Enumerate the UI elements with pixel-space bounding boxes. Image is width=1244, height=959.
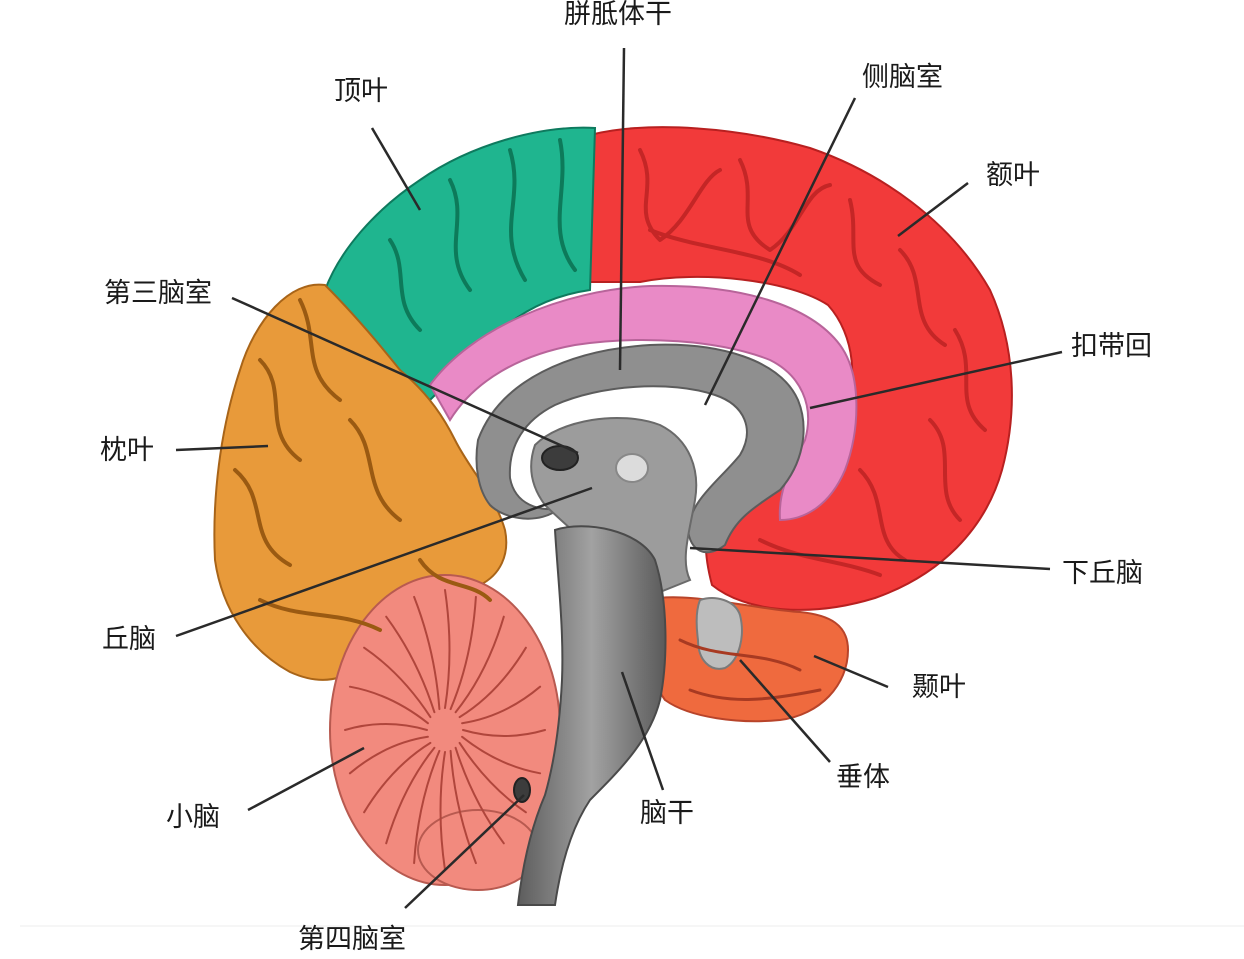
leader-cerebellum — [247, 746, 365, 812]
brainstem-region — [516, 525, 667, 906]
sulcus-line — [444, 589, 451, 709]
sulcus-line — [418, 558, 492, 602]
sulcus-line — [858, 468, 907, 562]
sulcus-line — [898, 248, 947, 347]
sulcus-line — [258, 598, 382, 632]
label-third-ventricle: 第三脑室 — [104, 278, 212, 309]
sulcus-line — [458, 646, 527, 719]
label-brainstem: 脑干 — [640, 798, 694, 829]
label-corpus-callosum: 胼胝体干 — [564, 0, 672, 30]
temporal-lobe-region — [647, 596, 850, 723]
sulcus-line — [454, 615, 505, 714]
cingulate-gyrus-region — [428, 284, 858, 522]
leader-fourth-ventricle — [404, 794, 525, 909]
label-pituitary: 垂体 — [836, 762, 890, 793]
frontal-sulci — [638, 148, 987, 577]
leader-pituitary — [739, 659, 831, 763]
sulcus-line — [848, 198, 882, 287]
sulcus-line — [953, 328, 987, 432]
fourth-ventricle-spot — [513, 777, 531, 803]
label-cingulate-gyrus: 扣带回 — [1071, 331, 1152, 362]
label-lateral-ventricle: 侧脑室 — [862, 62, 943, 93]
label-thalamus: 丘脑 — [102, 624, 156, 655]
sulcus-line — [648, 228, 802, 277]
sulcus-line — [462, 729, 546, 737]
leader-thalamus — [175, 486, 593, 638]
sulcus-line — [758, 538, 882, 577]
sulcus-line — [688, 688, 822, 701]
leader-parietal-lobe — [370, 127, 422, 211]
sulcus-line — [508, 148, 527, 282]
label-parietal-lobe: 顶叶 — [334, 76, 388, 107]
sulcus-line — [348, 735, 429, 775]
label-cerebellum: 小脑 — [166, 802, 220, 833]
leader-lines — [175, 47, 1063, 909]
sulcus-line — [298, 298, 342, 402]
sulcus-line — [385, 746, 436, 845]
leader-cingulate-gyrus — [809, 350, 1063, 410]
leader-temporal-lobe — [813, 654, 889, 689]
leader-occipital-lobe — [175, 444, 269, 452]
sulcus-line — [413, 749, 441, 865]
label-occipital-lobe: 枕叶 — [100, 435, 154, 466]
sulcus-line — [461, 685, 542, 725]
interthalamic-spot — [615, 453, 649, 483]
frontal-lobe-region — [583, 126, 1013, 611]
leader-frontal-lobe — [897, 182, 969, 237]
sulcus-line — [348, 685, 429, 725]
sulcus-line — [439, 751, 446, 871]
label-fourth-ventricle: 第四脑室 — [298, 924, 406, 955]
label-hypothalamus: 下丘脑 — [1062, 558, 1143, 589]
sulcus-line — [258, 358, 302, 462]
sulcus-line — [461, 735, 542, 775]
sulcus-line — [385, 615, 436, 714]
sulcus-line — [363, 741, 432, 814]
sulcus-line — [448, 178, 472, 292]
sulcus-line — [233, 468, 292, 567]
leader-corpus-callosum — [618, 47, 626, 371]
sulcus-line — [458, 741, 527, 814]
sulcus-line — [454, 746, 505, 845]
sulcus-line — [449, 749, 477, 865]
label-frontal-lobe: 额叶 — [986, 160, 1040, 191]
sulcus-line — [344, 723, 428, 731]
sulcus-line — [388, 238, 422, 332]
sulcus-line — [738, 158, 832, 252]
sulcus-line — [678, 638, 802, 672]
sulcus-line — [557, 138, 577, 272]
pituitary-region — [695, 597, 743, 670]
sulcus-line — [928, 418, 962, 522]
leader-third-ventricle — [231, 296, 579, 455]
leader-hypothalamus — [689, 546, 1051, 571]
sulcus-line — [348, 418, 402, 522]
sulcus-line — [363, 646, 432, 719]
leader-brainstem — [620, 671, 665, 791]
brain-sulci — [233, 138, 822, 871]
leader-lateral-ventricle — [703, 97, 857, 406]
sulcus-line — [413, 595, 441, 711]
sulcus-line — [638, 148, 722, 242]
sulcus-line — [449, 595, 477, 711]
label-temporal-lobe: 颞叶 — [912, 672, 966, 703]
